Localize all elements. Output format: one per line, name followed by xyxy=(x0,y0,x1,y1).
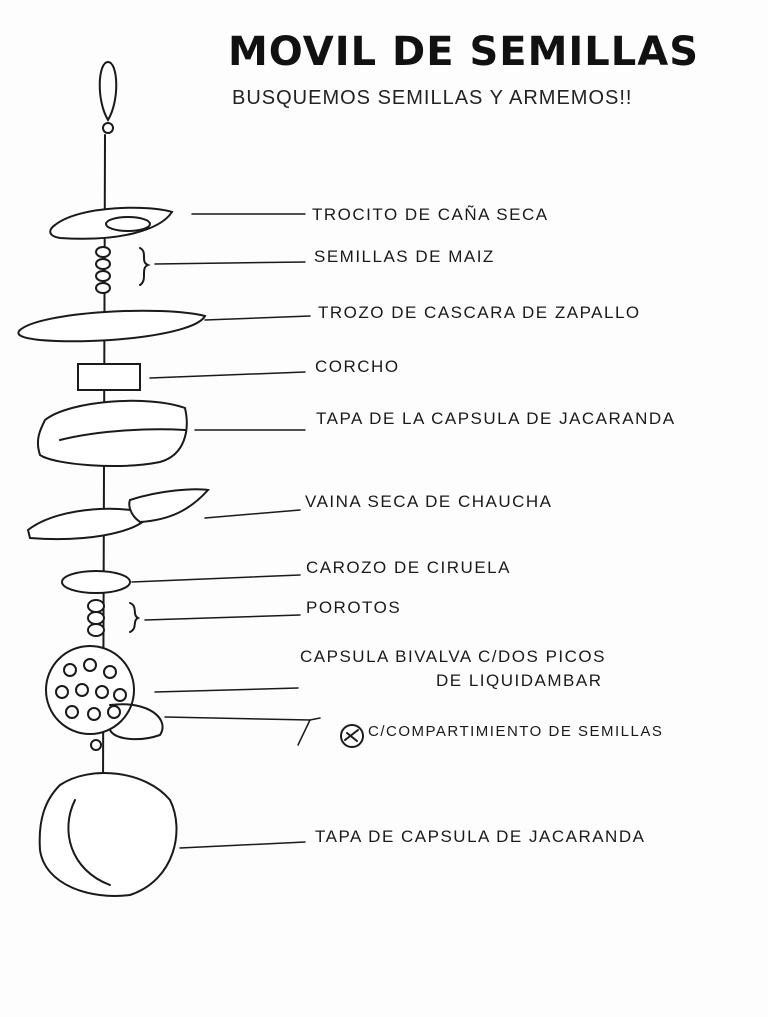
plum-pit xyxy=(61,570,131,594)
squash-peel xyxy=(17,309,207,343)
label-porotos: POROTOS xyxy=(306,598,401,617)
title: MOVIL DE SEMILLAS xyxy=(228,29,699,75)
seed-compartment-icon xyxy=(340,724,364,748)
sweetgum-spikes xyxy=(55,658,127,721)
corn-seeds xyxy=(95,246,111,294)
beans xyxy=(87,599,105,637)
label-vaina: VAINA SECA DE CHAUCHA xyxy=(305,492,553,511)
label-maiz: SEMILLAS DE MAIZ xyxy=(314,247,495,266)
jacaranda-lid-1 xyxy=(36,399,188,467)
subtitle: BUSQUEMOS SEMILLAS Y ARMEMOS!! xyxy=(232,87,632,109)
cane-hole xyxy=(105,216,151,232)
sweetgum-capsule xyxy=(45,645,135,735)
cork xyxy=(77,363,141,391)
label-cana: TROCITO DE CAÑA SECA xyxy=(312,205,549,224)
leader-lines xyxy=(131,213,321,849)
dry-pod-2 xyxy=(128,488,210,524)
jacaranda-lid-2 xyxy=(38,772,178,897)
lid-line xyxy=(59,428,186,441)
hook-loop xyxy=(98,60,118,122)
label-carozo: CAROZO DE CIRUELA xyxy=(306,558,511,577)
label-capsula-2: DE LIQUIDAMBAR xyxy=(436,671,602,690)
bead xyxy=(90,739,102,751)
label-tapa-2: TAPA DE CAPSULA DE JACARANDA xyxy=(315,827,645,846)
knot-bead xyxy=(102,122,114,134)
cane-piece xyxy=(49,206,174,240)
label-corcho: CORCHO xyxy=(315,357,400,376)
capsule-half xyxy=(109,703,164,741)
label-zapallo: TROZO DE CASCARA DE ZAPALLO xyxy=(318,303,641,322)
label-tapa-1: TAPA DE LA CAPSULA DE JACARANDA xyxy=(316,409,676,428)
brace xyxy=(139,247,151,286)
seed-compartment-detail xyxy=(344,729,359,742)
brace xyxy=(129,602,141,633)
label-capsula-1: CAPSULA BIVALVA C/DOS PICOS xyxy=(300,647,606,666)
label-compartimiento: C/COMPARTIMIENTO DE SEMILLAS xyxy=(368,723,663,740)
lid-line xyxy=(67,799,111,886)
